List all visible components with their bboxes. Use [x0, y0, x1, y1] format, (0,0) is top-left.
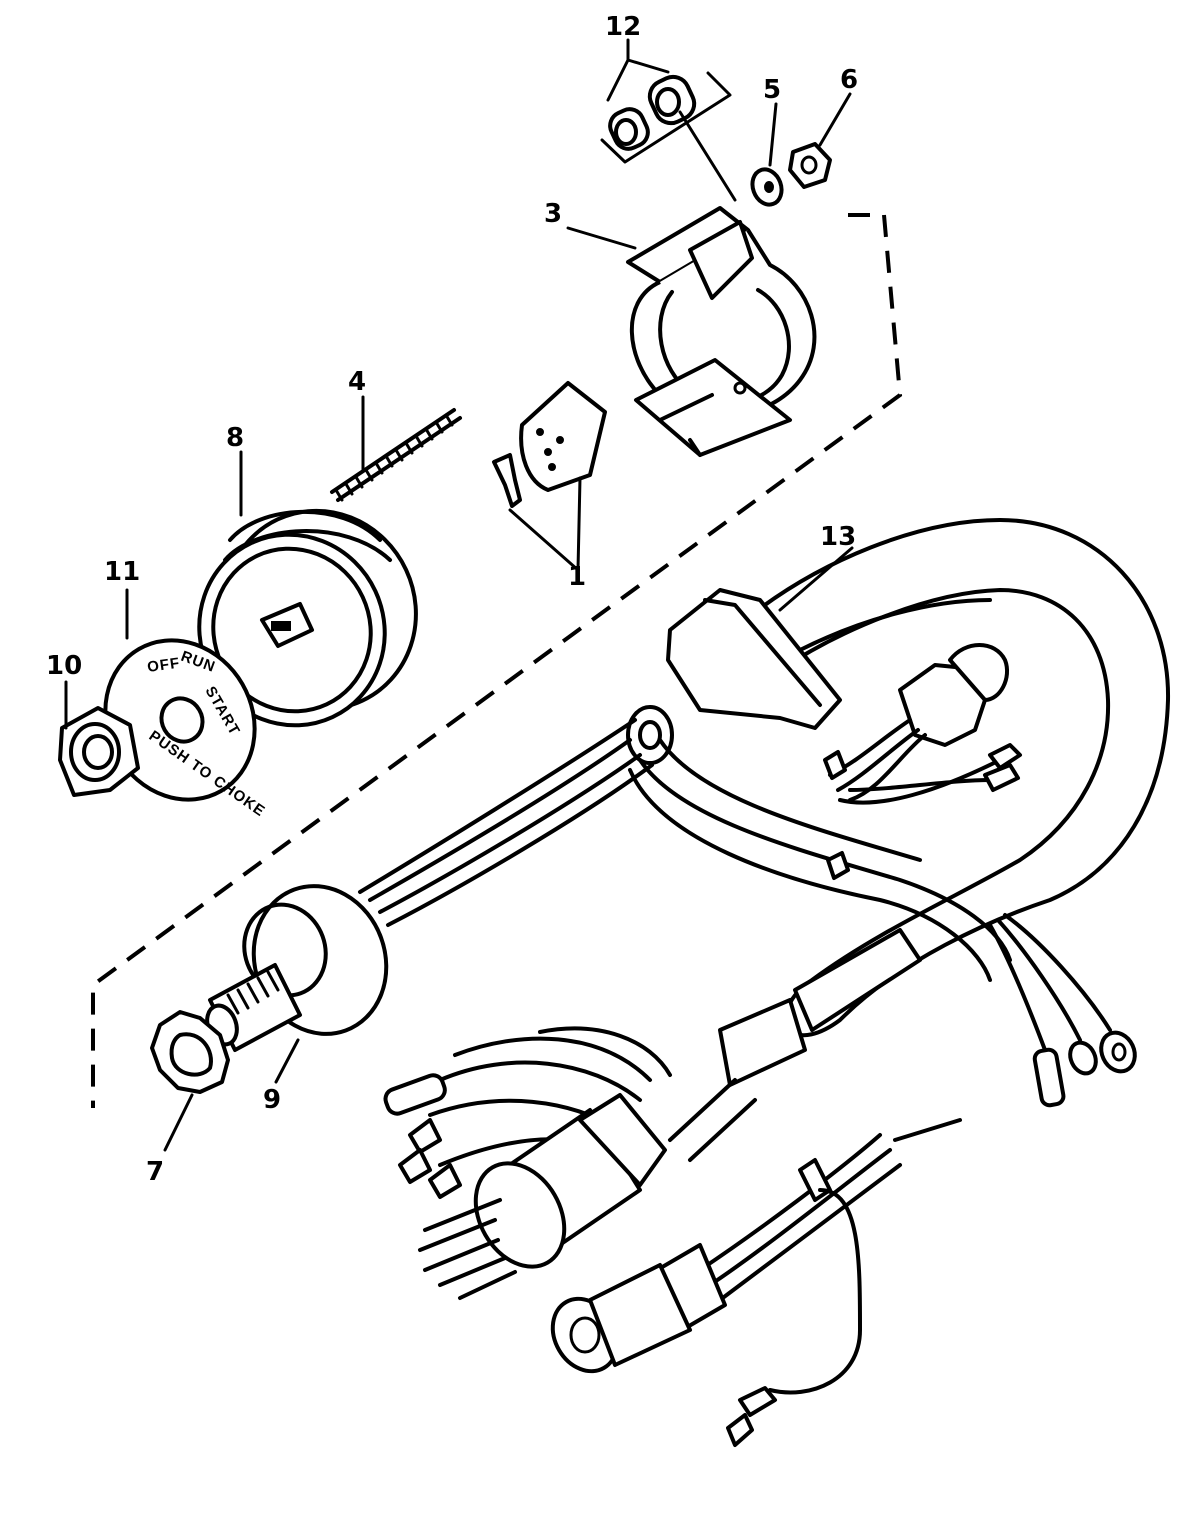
callout-12: 12 [605, 12, 641, 42]
callout-13: 13 [820, 522, 856, 552]
callout-7: 7 [146, 1157, 164, 1187]
part-3-mounting-bracket [626, 206, 817, 457]
part-4-threaded-rod [330, 395, 462, 502]
part-9-switch-shaft [205, 884, 389, 1084]
callout-11: 11 [104, 557, 140, 587]
plate-off-label: OFF [146, 655, 181, 676]
callout-5: 5 [763, 75, 781, 105]
part-6-nut [788, 142, 832, 189]
callout-10: 10 [46, 651, 82, 681]
callout-4: 4 [348, 367, 366, 397]
part-10-hex-nut [58, 680, 140, 797]
left-connector-pins [383, 1026, 672, 1300]
assembly-dashed-outline [91, 213, 903, 1108]
callout-labels: 1 3 4 5 6 7 8 9 10 11 12 13 [46, 12, 858, 1187]
callout-1: 1 [568, 562, 586, 592]
part-7-lock-washer [150, 1010, 230, 1152]
callout-6: 6 [840, 65, 858, 95]
callout-3: 3 [544, 199, 562, 229]
part-12-bushings [600, 71, 737, 202]
callout-9: 9 [263, 1085, 281, 1115]
part-1-contact-plate [492, 381, 607, 572]
part-5-washer [750, 167, 784, 207]
callout-8: 8 [226, 423, 244, 453]
part-13-wiring-harness [358, 518, 1171, 1447]
